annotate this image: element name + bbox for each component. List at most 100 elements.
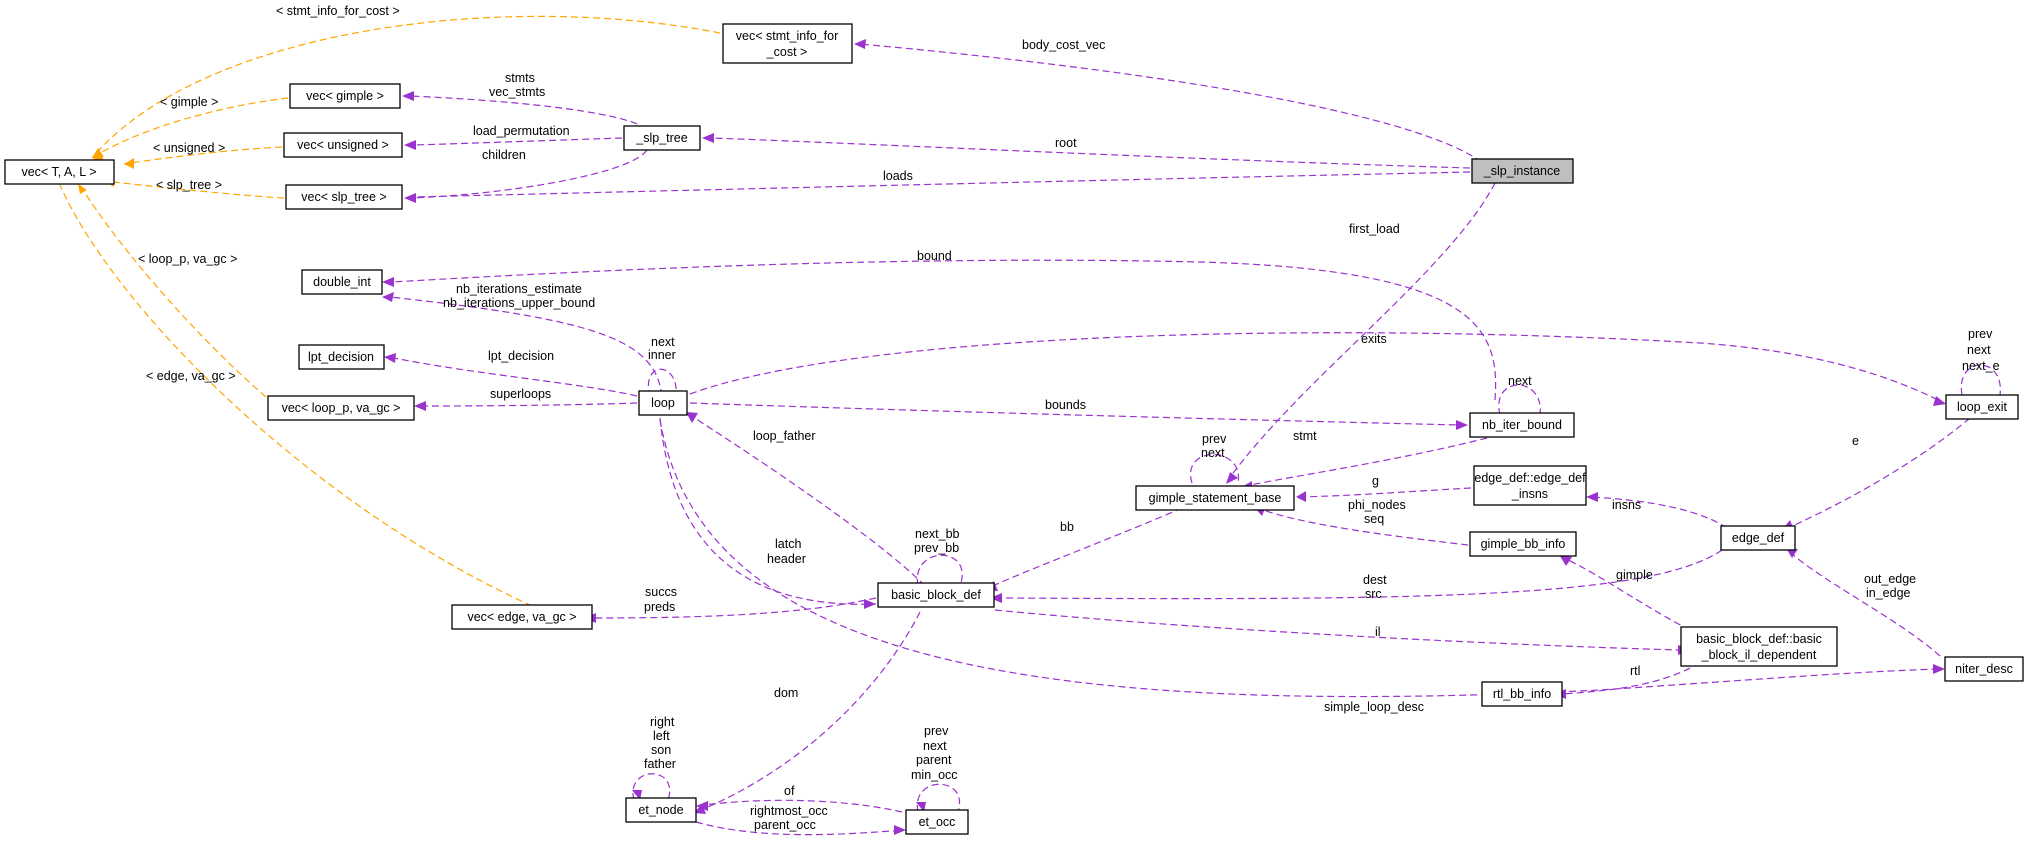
node-edge-def-insns[interactable]: edge_def::edge_def _insns — [1473, 465, 1587, 506]
node-loop-exit[interactable]: loop_exit — [1945, 394, 2019, 420]
arrowhead — [864, 599, 876, 609]
node-label: basic_block_def::basic — [1696, 632, 1822, 646]
node-box — [1135, 485, 1295, 511]
node-label: _slp_tree — [635, 131, 687, 145]
edge-label: next — [1967, 343, 1991, 357]
edge-label: loop_father — [753, 429, 816, 443]
edge-label: < slp_tree > — [156, 178, 222, 192]
node-box — [289, 83, 401, 109]
edge-label: nb_iterations_upper_bound — [443, 296, 595, 310]
edge-gimple — [1567, 559, 1691, 631]
node-label: gimple_bb_info — [1481, 537, 1566, 551]
node-edge-def[interactable]: edge_def — [1720, 525, 1796, 551]
node-label: gimple_statement_base — [1149, 491, 1282, 505]
edge-root — [711, 137, 1471, 169]
edge-label: header — [767, 552, 806, 566]
nodes: vec< T, A, L > vec< stmt_info_for _cost … — [4, 23, 2024, 835]
edge-dest-src — [999, 549, 1723, 600]
edge-of — [695, 799, 903, 813]
node-gimple-bb-info[interactable]: gimple_bb_info — [1469, 531, 1577, 557]
arrowhead — [854, 39, 866, 49]
node-vec-gimple[interactable]: vec< gimple > — [289, 83, 401, 109]
edge-label: gimple — [1616, 568, 1653, 582]
node-box — [1481, 681, 1563, 707]
node-box — [877, 582, 995, 608]
edge-label: prev — [1968, 327, 1993, 341]
edge-label: simple_loop_desc — [1324, 700, 1424, 714]
node-lpt-decision[interactable]: lpt_decision — [298, 344, 385, 370]
edge-label: latch — [775, 537, 801, 551]
node-et-node[interactable]: et_node — [625, 797, 697, 823]
node-box — [1469, 412, 1575, 438]
node-basic-block-def[interactable]: basic_block_def — [877, 582, 995, 608]
edge-bb — [989, 507, 1183, 588]
edge-label: out_edge — [1864, 572, 1916, 586]
node-vec-edge[interactable]: vec< edge, va_gc > — [451, 604, 593, 630]
edge-label: < gimple > — [160, 95, 218, 109]
node-label: vec< edge, va_gc > — [467, 610, 576, 624]
arrowhead — [1296, 491, 1306, 502]
node-nb-iter-bound[interactable]: nb_iter_bound — [1469, 412, 1575, 438]
arrowhead — [1933, 396, 1946, 406]
arrowhead — [990, 593, 1002, 603]
arrowhead — [1456, 420, 1468, 430]
edge-slp-tree-template — [103, 180, 285, 199]
edge-rtl — [1561, 662, 1701, 695]
node-vec-stmt-info-for-cost[interactable]: vec< stmt_info_for _cost > — [722, 23, 853, 64]
edge-label: phi_nodes — [1348, 498, 1406, 512]
node-box — [1473, 465, 1587, 506]
node-vec-loop-p[interactable]: vec< loop_p, va_gc > — [267, 395, 415, 421]
node-box — [1469, 531, 1577, 557]
arrowhead — [1933, 664, 1945, 674]
node-vec-tal[interactable]: vec< T, A, L > — [4, 159, 115, 185]
node-gimple-statement-base[interactable]: gimple_statement_base — [1135, 485, 1295, 511]
edge-edge-template — [59, 184, 533, 607]
node-vec-unsigned[interactable]: vec< unsigned > — [283, 132, 403, 158]
node-basic-block-il-dependent[interactable]: basic_block_def::basic _block_il_depende… — [1680, 626, 1838, 667]
edge-latch-header — [659, 417, 877, 605]
node-double-int[interactable]: double_int — [301, 269, 383, 295]
edge-out-in-edge — [1789, 551, 1941, 657]
node-vec-slp-tree[interactable]: vec< slp_tree > — [285, 184, 403, 210]
node-label: lpt_decision — [308, 350, 374, 364]
edge-label: il — [1375, 625, 1381, 639]
arrowhead — [404, 140, 416, 150]
node-loop[interactable]: loop — [638, 390, 688, 416]
edge-dom — [695, 611, 921, 813]
edge-label: stmts — [505, 71, 535, 85]
edge-label: load_permutation — [473, 124, 570, 138]
edge-gimple-template — [91, 97, 289, 159]
node-label: basic_block_def — [891, 588, 981, 602]
edge-label: right — [650, 715, 675, 729]
node-slp-instance[interactable]: _slp_instance — [1471, 158, 1574, 184]
arrowhead — [404, 193, 416, 203]
edge-label: < unsigned > — [153, 141, 225, 155]
node-niter-desc[interactable]: niter_desc — [1944, 656, 2024, 682]
edge-phi-nodes — [1257, 507, 1469, 546]
edge-exits — [689, 332, 1945, 404]
edge-nb-iter-self — [1498, 384, 1541, 416]
node-box — [905, 809, 969, 835]
edge-label: < stmt_info_for_cost > — [276, 4, 400, 18]
edge-label: vec_stmts — [489, 85, 545, 99]
node-slp-tree[interactable]: _slp_tree — [623, 125, 701, 151]
edge-label: prev — [1202, 432, 1227, 446]
edge-stmt-info-template — [91, 15, 721, 159]
node-label: vec< T, A, L > — [21, 165, 96, 179]
edge-label: in_edge — [1866, 586, 1911, 600]
node-box — [1680, 626, 1838, 667]
edge-succs-preds — [593, 597, 877, 619]
node-label: _slp_instance — [1483, 164, 1560, 178]
arrowhead — [402, 91, 414, 101]
arrowheads — [78, 39, 1946, 835]
edge-il — [994, 609, 1681, 651]
edge-label: next_bb — [915, 527, 960, 541]
edge-label: bb — [1060, 520, 1074, 534]
node-rtl-bb-info[interactable]: rtl_bb_info — [1481, 681, 1563, 707]
node-et-occ[interactable]: et_occ — [905, 809, 969, 835]
node-label: _insns — [1511, 487, 1548, 501]
node-box — [722, 23, 853, 64]
arrowhead — [702, 133, 714, 143]
edge-label: stmt — [1293, 429, 1317, 443]
